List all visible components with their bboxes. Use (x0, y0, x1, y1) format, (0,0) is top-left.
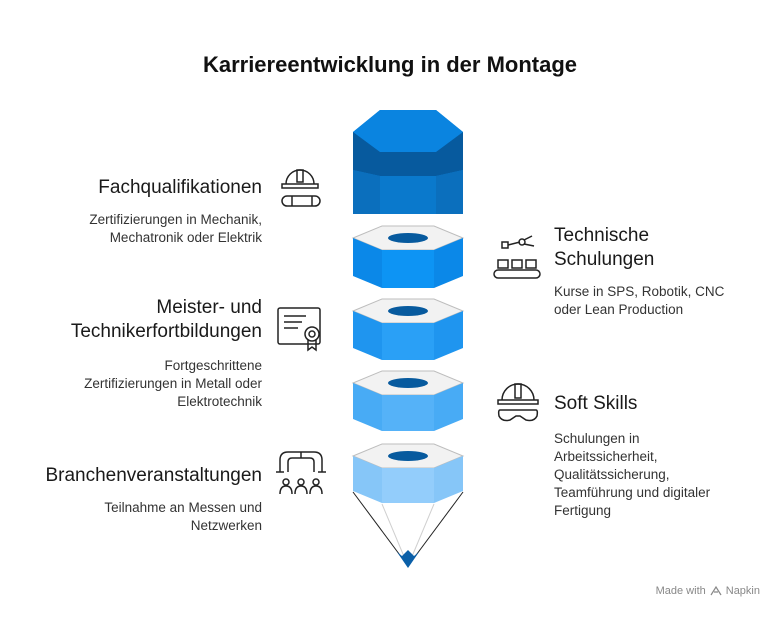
layer-5-block (351, 443, 465, 503)
page-title: Karriereentwicklung in der Montage (202, 52, 578, 77)
description-line: Teamführung und digitaler (554, 485, 711, 500)
cone-tip (352, 491, 464, 568)
heading-line: Schulungen (554, 249, 655, 270)
branchenveranstaltungen-heading: Branchenveranstaltungen (45, 465, 262, 486)
fachqualifikationen-heading: Fachqualifikationen (98, 177, 262, 198)
layer-3-block (351, 298, 465, 360)
footer-credit: Made with Napkin (656, 585, 760, 597)
description-line: Mechatronik oder Elektrik (109, 230, 262, 245)
fachqualifikationen-description: Zertifizierungen in Mechanik, Mechatroni… (22, 211, 262, 247)
hardhat-goggles-icon (497, 383, 539, 422)
napkin-logo-icon (710, 585, 722, 596)
description-line: Teilnahme an Messen und (104, 500, 262, 515)
meister-techniker-heading: Meister- und Technikerfortbildungen (2, 296, 262, 344)
description-line: oder Lean Production (554, 302, 684, 317)
certificate-icon (277, 307, 321, 352)
robot-conveyor-icon (493, 235, 541, 279)
description-line: Netzwerken (190, 518, 262, 533)
soft-skills-heading: Soft Skills (554, 393, 638, 414)
layer-1-block (353, 110, 463, 214)
technische-schulungen-heading: Technische Schulungen (554, 224, 754, 272)
network-people-icon (276, 451, 326, 495)
footer-prefix: Made with (655, 585, 706, 597)
layer-2-block (351, 225, 465, 288)
description-line: Arbeitssicherheit, (554, 449, 658, 464)
soft-skills-description: Schulungen in Arbeitssicherheit, Qualitä… (554, 430, 764, 520)
hardhat-tube-icon (281, 169, 321, 207)
branchenveranstaltungen-description: Teilnahme an Messen und Netzwerken (22, 499, 262, 535)
description-line: Fertigung (554, 503, 612, 518)
meister-techniker-description: Fortgeschrittene Zertifizierungen in Met… (22, 357, 262, 411)
description-line: Zertifizierungen in Mechanik, (89, 212, 262, 227)
footer-brand: Napkin (725, 585, 760, 597)
heading-line: Meister- und (156, 297, 262, 318)
description-line: Fortgeschrittene (164, 358, 262, 373)
heading-line: Technische (554, 225, 650, 246)
technische-schulungen-description: Kurse in SPS, Robotik, CNC oder Lean Pro… (554, 283, 764, 319)
layer-4-block (351, 370, 465, 431)
description-line: Elektrotechnik (177, 394, 262, 409)
description-line: Schulungen in (554, 431, 640, 446)
description-line: Kurse in SPS, Robotik, CNC (554, 284, 725, 299)
heading-line: Technikerfortbildungen (70, 321, 262, 342)
description-line: Qualitätssicherung, (554, 467, 670, 482)
description-line: Zertifizierungen in Metall oder (84, 376, 262, 391)
